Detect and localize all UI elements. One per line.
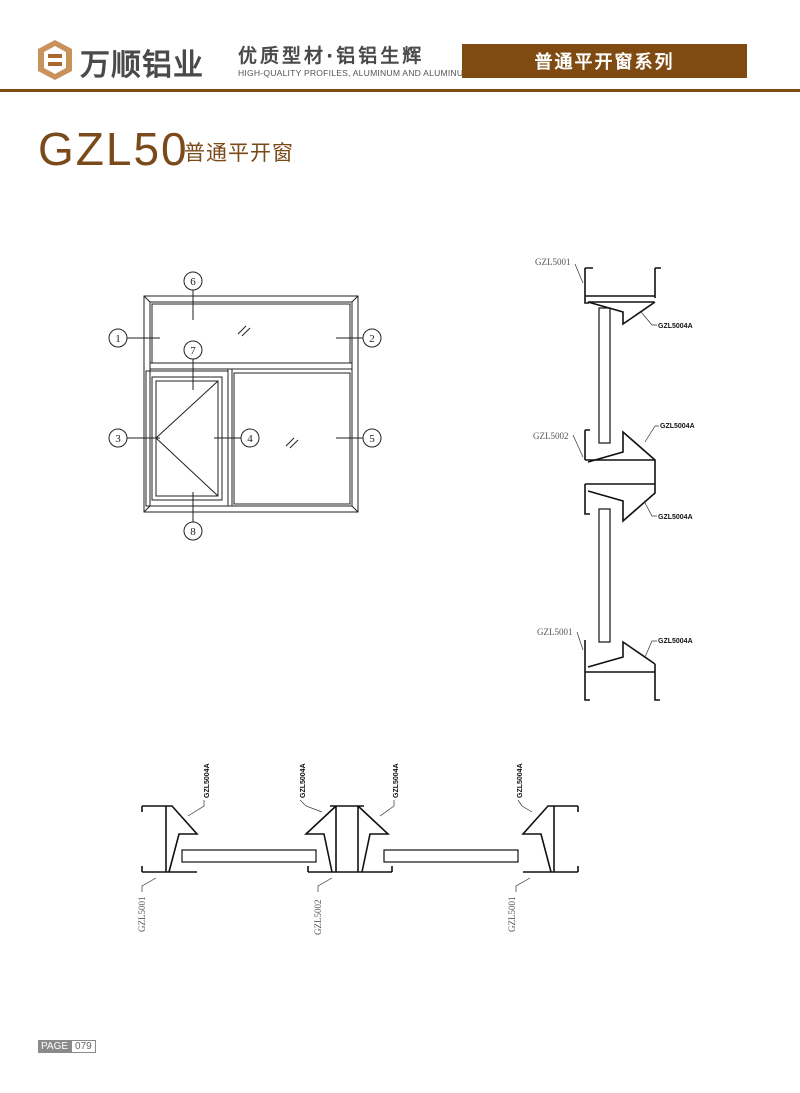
model-title: GZL50 (38, 123, 189, 175)
label-gzl5004a: GZL5004A (658, 323, 693, 330)
callout-5: 5 (369, 433, 375, 445)
slogan: 优质型材·铝铝生辉 (238, 45, 425, 67)
callout-7: 7 (190, 345, 196, 357)
horizontal-section (141, 805, 579, 873)
label-gzl5001-right: GZL5001 (507, 897, 517, 933)
callout-2: 2 (369, 333, 375, 345)
callout-8: 8 (190, 526, 196, 538)
logo-icon (38, 40, 72, 84)
label-gzl5002: GZL5002 (533, 431, 569, 441)
label-gzl5004a: GZL5004A (300, 763, 307, 798)
series-banner: 普通平开窗系列 (462, 44, 747, 78)
page-number: 079 (71, 1040, 96, 1053)
header-divider (0, 89, 800, 92)
page-footer: PAGE 079 (38, 1040, 96, 1053)
label-gzl5001-bottom: GZL5001 (537, 627, 573, 637)
label-gzl5004a: GZL5004A (658, 638, 693, 645)
label-gzl5004a: GZL5004A (393, 763, 400, 798)
brand-name: 万顺铝业 (80, 48, 204, 83)
outer-frame (143, 295, 359, 513)
callout-4: 4 (247, 433, 253, 445)
callout-3: 3 (115, 433, 121, 445)
callout-circles (108, 271, 382, 541)
vertical-section (584, 267, 661, 701)
model-subtitle: 普通平开窗 (184, 141, 294, 165)
label-gzl5004a: GZL5004A (658, 514, 693, 521)
page-label: PAGE (38, 1040, 72, 1053)
label-gzl5001-left: GZL5001 (137, 897, 147, 933)
label-gzl5004a: GZL5004A (204, 763, 211, 798)
label-gzl5004a: GZL5004A (660, 423, 695, 430)
slogan-en: HIGH-QUALITY PROFILES, ALUMINUM AND ALUM… (238, 68, 471, 78)
label-gzl5002-center: GZL5002 (313, 900, 323, 936)
label-gzl5004a: GZL5004A (517, 763, 524, 798)
callout-1: 1 (115, 333, 121, 345)
callout-6: 6 (190, 276, 196, 288)
label-gzl5001-top: GZL5001 (535, 257, 571, 267)
